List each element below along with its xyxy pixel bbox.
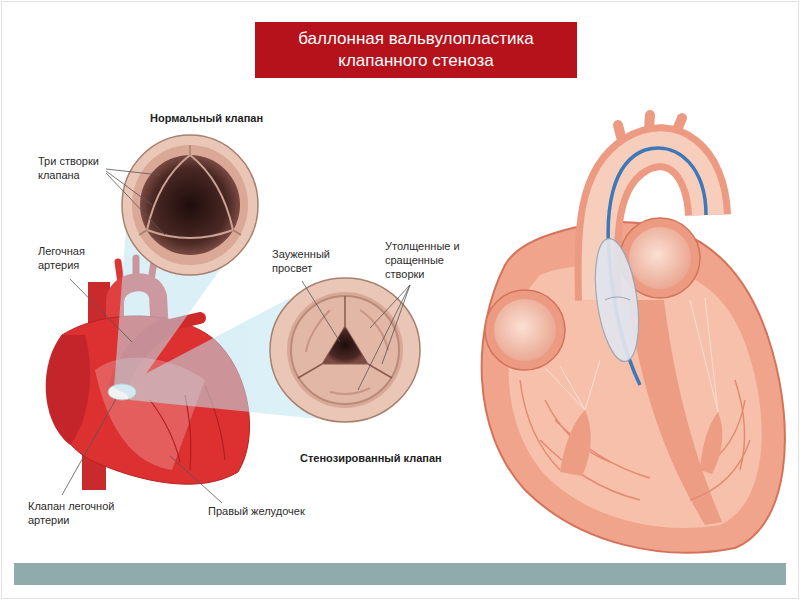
large-heart-part [560,410,591,476]
large-heart-part [485,290,565,370]
leader-lines-part [106,173,165,235]
view-title: Нормальный клапан [150,112,263,126]
stenosed-valve-part [322,326,368,364]
leader-lines-part [302,281,340,342]
normal-valve-part [140,155,240,255]
large-heart-part [494,299,556,361]
leader-lines-part [170,456,222,503]
large-heart-part [520,380,750,500]
large-heart-part [589,236,646,364]
part-label: Клапан легочной артерии [28,500,128,528]
leader-lines-part [370,285,410,328]
normal-valve [122,135,258,275]
small-heart-part [46,335,90,445]
part-label: Три створки клапана [38,155,113,183]
stenosed-valve-part [298,296,392,378]
normal-valve-part [122,135,258,275]
stenosed-valve-part [287,292,403,408]
stenosed-valve-part [306,310,388,394]
leader-lines-part [106,169,160,175]
view-title: Стенозированный клапан [300,452,442,466]
stenosed-valve [270,278,420,422]
large-heart-part [605,297,630,300]
part-label: Правый желудочек [208,505,305,519]
frame-part [14,563,786,585]
large-heart-part [482,222,785,553]
leader-lines-part [382,285,410,364]
large-heart-part [629,227,691,289]
title-banner: баллонная вальвулопластика клапанного ст… [255,22,577,78]
part-label: Легочная артерия [38,245,108,273]
stenosed-valve-part [270,278,420,422]
leader-lines-part [358,285,410,390]
large-heart-part [628,300,722,525]
normal-valve-part [132,145,248,265]
part-label: Зауженный просвет [272,248,344,276]
normal-valve-part [139,145,241,235]
part-label: Утолщенные и сращенные створки [385,240,469,281]
large-heart [482,115,785,553]
stenosed-valve-part [291,296,399,404]
leader-lines-part [62,399,116,495]
large-heart-part [700,412,722,474]
leader-lines-part [106,171,152,205]
leader-lines-part [70,279,132,342]
normal-valve-part [147,155,233,238]
